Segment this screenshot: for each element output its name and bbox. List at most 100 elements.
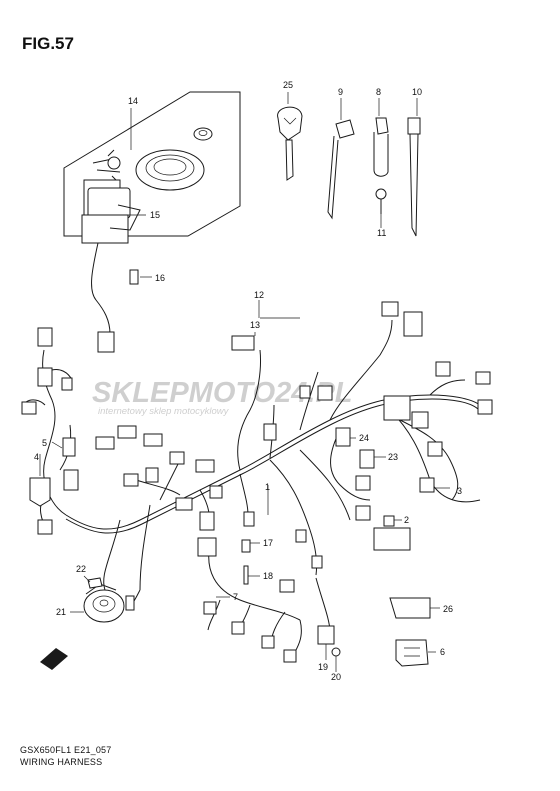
clamp-8 [373,117,389,177]
connector [61,377,73,391]
callout-1: 1 [265,482,270,492]
callout-22: 22 [76,564,86,574]
connector [311,555,323,569]
connector [21,401,37,415]
clamp-9 [327,119,355,220]
cable-tie-10 [407,117,421,237]
key-icon [107,156,121,170]
callout-18: 18 [263,571,273,581]
connector [355,475,371,491]
callout-13: 13 [250,320,260,330]
connector [243,511,255,527]
connector [381,301,399,317]
screw-16 [129,269,139,285]
connector [95,436,115,450]
callout-16: 16 [155,273,165,283]
connector [125,595,135,611]
bolt-20 [331,647,341,657]
watermark-brand: SKLEPMOTO24.PL [92,377,353,409]
figure-title: FIG.57 [22,34,74,53]
connector [63,469,79,491]
connector [145,467,159,483]
fuel-cap [135,149,205,191]
footer-name: WIRING HARNESS [20,757,103,767]
label-26 [389,597,431,619]
connector [169,451,185,465]
forward-arrow-icon [40,648,68,670]
connector [411,411,429,429]
callout-17: 17 [263,538,273,548]
connector-24 [335,427,351,447]
screw-11 [375,188,387,214]
callout-6: 6 [440,647,445,657]
callout-14: 14 [128,96,138,106]
callout-7: 7 [233,592,238,602]
callout-11: 11 [377,228,386,238]
callout-24: 24 [359,433,369,443]
connector [373,527,411,551]
cover-6 [395,639,429,667]
callout-2: 2 [404,515,409,525]
horn-21 [83,583,125,623]
relay-4 [29,477,51,507]
connector [37,519,53,535]
callout-25: 25 [283,80,293,90]
callout-3: 3 [457,486,462,496]
connector [37,327,53,347]
footer-code: GSX650FL1 E21_057 [20,745,112,755]
connector-13 [231,335,255,351]
connector [197,537,217,557]
lock-cylinder [193,127,213,141]
ignition-switch-group [63,91,241,353]
callout-23: 23 [388,452,398,462]
connector [199,511,215,531]
callout-19: 19 [318,662,328,672]
connector-3 [419,477,435,493]
connector [263,423,277,441]
screw-18 [243,565,249,585]
callout-15: 15 [150,210,160,220]
connector [261,635,275,649]
connector [383,395,411,421]
watermark-tagline: internetowy sklep motocyklowy [98,406,230,417]
connector [231,621,245,635]
callout-20: 20 [331,672,341,682]
switch-connector [97,331,115,353]
callout-21: 21 [56,607,66,617]
connectors [21,301,493,663]
connector [143,433,163,447]
connector [123,473,139,487]
screw-22 [87,577,103,589]
connector-19 [317,625,335,645]
connector [195,459,215,473]
callouts: 14 15 16 25 9 8 10 11 12 13 5 4 1 24 23 … [34,80,462,682]
connector [477,399,493,415]
connector-5 [62,437,76,457]
callout-8: 8 [376,87,381,97]
sensor-17 [241,539,251,553]
callout-26: 26 [443,604,453,614]
connector [283,649,297,663]
leader-lines [39,92,450,672]
connector-2 [383,515,395,527]
connector [117,425,137,439]
callout-12: 12 [254,290,264,300]
connector [475,371,491,385]
key-blank-25 [277,106,303,181]
callout-4: 4 [34,452,39,462]
connector-23 [359,449,375,469]
connector [317,385,333,401]
callout-10: 10 [412,87,422,97]
connector [435,361,451,377]
connector [279,579,295,593]
callout-9: 9 [338,87,343,97]
connector [299,385,311,399]
connector [403,311,423,337]
connector [209,485,223,499]
callout-5: 5 [42,438,47,448]
connector [175,497,193,511]
connector [295,529,307,543]
connector [355,505,371,521]
watermark: SKLEPMOTO24.PL internetowy sklep motocyk… [92,377,353,417]
